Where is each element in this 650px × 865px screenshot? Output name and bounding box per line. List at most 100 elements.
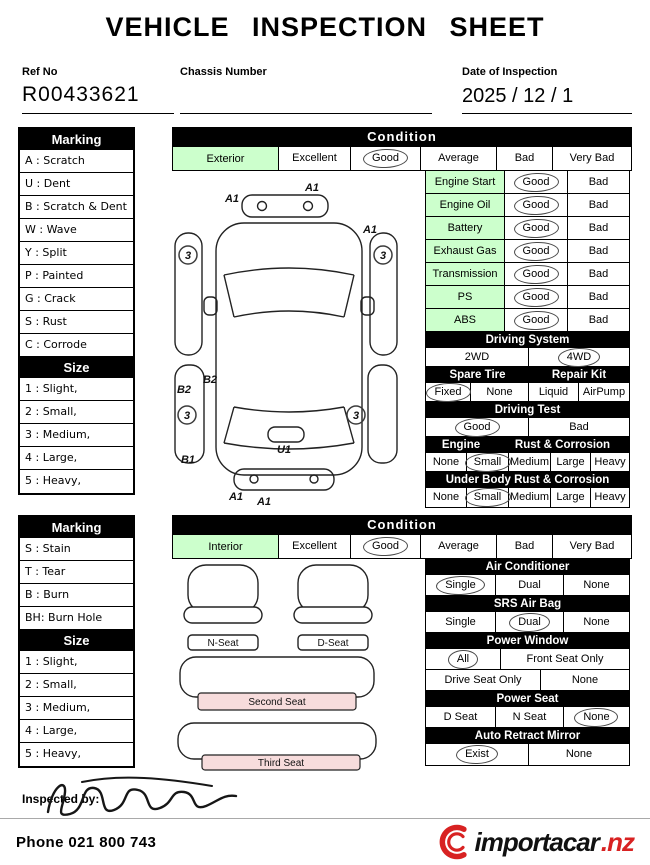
exterior-rating-label: Exterior bbox=[173, 147, 279, 170]
option-label: Heavy bbox=[594, 491, 626, 503]
engine-rust-row: None Small Medium Large Heavy bbox=[426, 453, 629, 472]
inspection-date-field: Date of Inspection 2025 / 12 / 1 bbox=[462, 66, 632, 114]
check-row: ABS Good Bad bbox=[426, 309, 629, 332]
exterior-size-header: Size bbox=[20, 357, 133, 378]
importacar-logo: importacar.nz bbox=[433, 822, 635, 862]
interior-detail-table: Air Conditioner Single Dual None SRS Air… bbox=[425, 559, 630, 766]
driving-system-row: 2WD 4WD bbox=[426, 348, 629, 367]
option-label: Drive Seat Only bbox=[444, 673, 522, 686]
option-cell: Heavy bbox=[591, 488, 629, 507]
size-row: 5 : Heavy, bbox=[25, 474, 81, 487]
check-option-label: Good bbox=[522, 290, 550, 303]
option-cell: All bbox=[426, 649, 501, 669]
check-option-label: Bad bbox=[588, 244, 609, 257]
check-row: Battery Good Bad bbox=[426, 217, 629, 240]
option-cell: Single bbox=[426, 612, 496, 632]
check-option-label: Bad bbox=[588, 198, 609, 211]
size-row: 4 : Large, bbox=[20, 720, 133, 743]
rating-option: Bad bbox=[497, 147, 553, 170]
spare-repair-header: Spare Tire Repair Kit bbox=[426, 367, 629, 383]
option-label: D Seat bbox=[443, 710, 478, 723]
option-label: None bbox=[571, 673, 599, 686]
option-cell: Dual bbox=[496, 575, 564, 595]
inspection-date-label: Date of Inspection bbox=[462, 66, 558, 78]
second-seat-label: Second Seat bbox=[248, 697, 305, 708]
damage-mark: B2 bbox=[203, 374, 217, 386]
driving-test-header: Driving Test bbox=[426, 402, 629, 418]
option-label: None bbox=[432, 455, 460, 468]
check-row: Exhaust Gas Good Bad bbox=[426, 240, 629, 263]
rating-option-label: Excellent bbox=[292, 152, 337, 164]
marking-row: S : Stain bbox=[20, 538, 133, 561]
option-label: Good bbox=[463, 420, 491, 433]
check-option: Good bbox=[505, 171, 568, 193]
option-label: Fixed bbox=[434, 385, 462, 398]
check-option: Bad bbox=[568, 309, 629, 331]
interior-marking-legend: Marking S : Stain T : Tear B : Burn BH: … bbox=[18, 515, 135, 768]
option-label: None bbox=[432, 491, 460, 503]
marking-row: G : Crack bbox=[20, 288, 133, 311]
logo-suffix: .nz bbox=[600, 826, 635, 857]
page-title: VEHICLE INSPECTION SHEET bbox=[105, 12, 545, 42]
exterior-condition-header: Condition bbox=[172, 127, 632, 147]
check-option: Bad bbox=[568, 286, 629, 308]
rating-option: Excellent bbox=[279, 147, 351, 170]
check-option-label: Bad bbox=[588, 221, 609, 234]
check-label: Engine Start bbox=[426, 171, 505, 193]
option-label: Medium bbox=[509, 455, 550, 468]
inspector-signature bbox=[46, 776, 238, 816]
air-conditioner-row: Single Dual None bbox=[426, 575, 629, 596]
damage-mark: 3 bbox=[380, 250, 386, 262]
check-option-label: Good bbox=[522, 198, 550, 211]
option-cell: None bbox=[564, 707, 629, 727]
under-body-rust-header: Under Body Rust & Corrosion bbox=[426, 472, 629, 488]
option-cell: Medium bbox=[509, 488, 551, 507]
option-cell: Small bbox=[467, 488, 509, 507]
exterior-rating-row: Exterior Excellent Good Average Bad Very… bbox=[172, 147, 632, 171]
rating-option: Good bbox=[351, 535, 421, 558]
option-label: All bbox=[456, 652, 470, 665]
option-label: None bbox=[583, 578, 610, 591]
exterior-condition-section: Condition Exterior Excellent Good Averag… bbox=[172, 127, 632, 512]
option-label: Liquid bbox=[538, 385, 569, 398]
inspection-date-value: 2025 / 12 / 1 bbox=[462, 85, 574, 107]
option-cell: Large bbox=[551, 488, 591, 507]
option-cell: N Seat bbox=[496, 707, 564, 727]
check-row: PS Good Bad bbox=[426, 286, 629, 309]
option-label: None bbox=[583, 615, 610, 628]
check-option: Good bbox=[505, 217, 568, 239]
auto-retract-mirror-row: Exist None bbox=[426, 744, 629, 765]
ref-no-field: Ref No R00433621 bbox=[22, 66, 174, 114]
option-cell: Bad bbox=[529, 418, 629, 436]
chassis-number-label: Chassis Number bbox=[180, 66, 267, 78]
check-label: PS bbox=[426, 286, 505, 308]
damage-mark: A1 bbox=[304, 182, 319, 194]
option-label: Bad bbox=[569, 420, 589, 433]
size-row: 5 : Heavy, bbox=[25, 747, 81, 760]
interior-rating-label: Interior bbox=[173, 535, 279, 558]
option-cell: Drive Seat Only bbox=[426, 670, 541, 690]
marking-row: S : Rust bbox=[20, 311, 133, 334]
option-cell: Large bbox=[551, 453, 591, 471]
power-window-row-2: Drive Seat Only None bbox=[426, 670, 629, 691]
ref-no-label: Ref No bbox=[22, 66, 58, 78]
marking-row: P : Painted bbox=[20, 265, 133, 288]
exterior-marking-legend: Marking A : Scratch U : Dent B : Scratch… bbox=[18, 127, 135, 495]
option-cell: None bbox=[426, 488, 467, 507]
option-label: Exist bbox=[465, 748, 489, 760]
driving-system-header: Driving System bbox=[426, 332, 629, 348]
option-cell: Good bbox=[426, 418, 529, 436]
option-cell: None bbox=[471, 383, 529, 401]
option-label: 2WD bbox=[464, 350, 490, 363]
rating-option-label: Bad bbox=[514, 540, 535, 552]
option-label: Single bbox=[445, 615, 476, 628]
option-label: Medium bbox=[509, 491, 550, 503]
option-cell: None bbox=[529, 744, 629, 765]
option-cell: None bbox=[564, 575, 629, 595]
check-label: ABS bbox=[426, 309, 505, 331]
check-option-label: Good bbox=[522, 313, 550, 326]
check-row: Engine Start Good Bad bbox=[426, 171, 629, 194]
power-seat-row: D Seat N Seat None bbox=[426, 707, 629, 728]
check-option-label: Bad bbox=[588, 267, 609, 280]
